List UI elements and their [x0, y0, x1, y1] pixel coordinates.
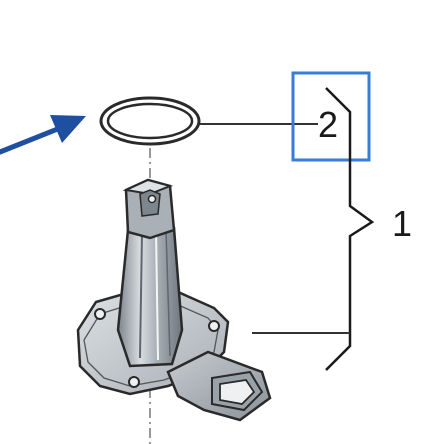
callout-seal-label: 2: [318, 104, 338, 145]
seal-highlight-box: [291, 71, 371, 162]
callout-assembly-label: 1: [392, 203, 412, 244]
oil-level-sensor-icon: [76, 178, 272, 422]
pointer-arrow-icon: [0, 115, 86, 155]
o-ring-icon: [99, 96, 201, 146]
assembly-bracket: [325, 87, 375, 371]
